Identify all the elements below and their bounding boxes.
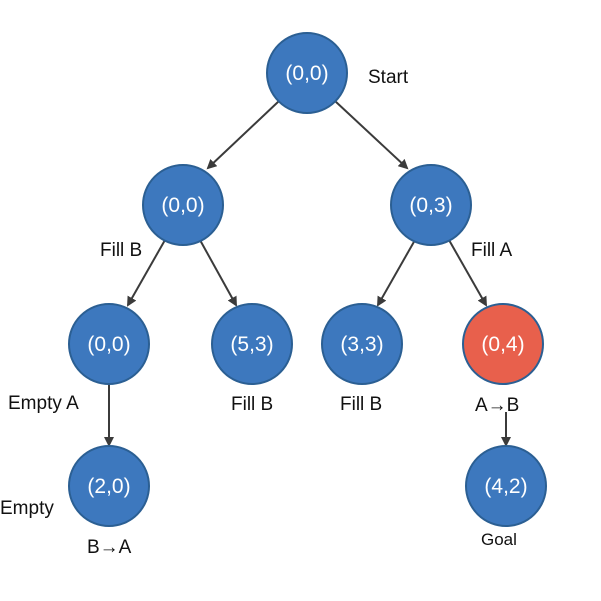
edge-right-to-right-right [448,239,487,307]
node-left-right-state: (5,3) [230,333,273,356]
node-right-left-circle [321,303,403,385]
nodes: (0,0) (0,0) (0,3) (0,0) (5,3) (3,3) (0,4… [68,32,547,527]
node-right-right: (0,4) [462,303,544,385]
edge-left-to-left-left [127,239,166,307]
edge-right-to-right-left [377,239,416,307]
node-right-circle [390,164,472,246]
label-fill-a-right: Fill A [471,240,513,261]
node-right: (0,3) [390,164,472,246]
node-left-left-child: (2,0) [68,445,150,527]
node-left-right: (5,3) [211,303,293,385]
edges [104,100,511,447]
label-start: Start [368,67,409,88]
node-left-circle [142,164,224,246]
node-left-state: (0,0) [161,194,204,217]
label-goal: Goal [481,530,517,549]
label-fill-b-left: Fill B [100,240,142,261]
node-right-right-child-circle [465,445,547,527]
edge-root-to-right [334,100,409,170]
node-root: (0,0) [266,32,348,114]
edge-root-to-left [206,100,280,170]
node-root-circle [266,32,348,114]
label-fill-b-mid-left: Fill B [231,394,273,415]
node-right-left: (3,3) [321,303,403,385]
node-right-right-child-state: (4,2) [484,475,527,498]
node-left-left-child-circle [68,445,150,527]
node-left-left-child-state: (2,0) [87,475,130,498]
label-b-to-a: B→A [87,537,132,558]
node-right-right-child: (4,2) [465,445,547,527]
node-root-state: (0,0) [285,62,328,85]
node-right-left-state: (3,3) [340,333,383,356]
node-left: (0,0) [142,164,224,246]
label-a-to-b: A→B [475,395,519,416]
edge-left-to-left-right [199,239,237,307]
node-left-left-circle [68,303,150,385]
node-right-right-state: (0,4) [481,333,524,356]
label-empty: Empty [0,498,54,519]
node-right-right-circle [462,303,544,385]
node-left-right-circle [211,303,293,385]
label-fill-b-mid-right: Fill B [340,394,382,415]
node-left-left: (0,0) [68,303,150,385]
node-left-left-state: (0,0) [87,333,130,356]
node-right-state: (0,3) [409,194,452,217]
label-empty-a: Empty A [8,393,79,414]
labels: Start Fill B Fill A Empty A Fill B Fill … [0,67,519,558]
